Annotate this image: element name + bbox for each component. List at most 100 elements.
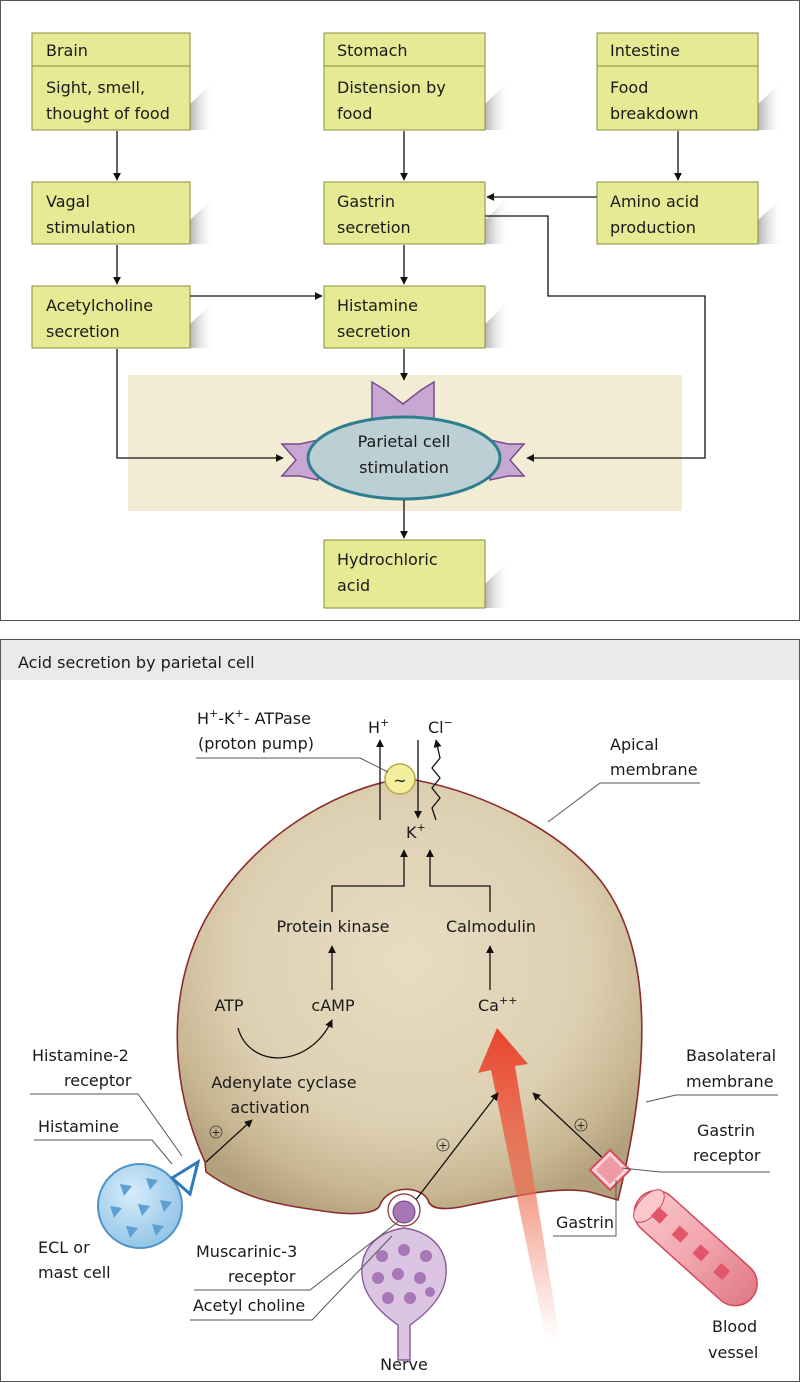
acetylcholine-box: Acetylcholine secretion [31, 285, 191, 349]
histamine-line1: Histamine [337, 296, 418, 315]
brain-title: Brain [46, 41, 88, 60]
cell-panel-title: Acid secretion by parietal cell [18, 653, 255, 672]
ion-arrows [205, 739, 609, 1211]
apical-label-2: membrane [610, 760, 698, 779]
arrow-gastrin-to-parietal [485, 215, 706, 462]
stomach-line2: food [337, 104, 372, 123]
amino-line1: Amino acid [610, 192, 699, 211]
nerve-label: Nerve [380, 1355, 428, 1374]
arrow-gastrin-to-ca [532, 1092, 609, 1164]
stomach-line1: Distension by [337, 78, 446, 97]
gastrin-leader [553, 1180, 617, 1237]
parietal-line2: stimulation [359, 458, 449, 477]
brain-line2: thought of food [46, 104, 170, 123]
parietal-line1: Parietal cell [358, 432, 451, 451]
svg-text:+: + [576, 1119, 585, 1132]
brain-line1: Sight, smell, [46, 78, 145, 97]
vagal-line2: stimulation [46, 218, 136, 237]
stomach-title: Stomach [337, 41, 408, 60]
intestine-line2: breakdown [610, 104, 698, 123]
stomach-box: Stomach Distension by food [323, 32, 486, 131]
cell-panel-header [1, 640, 799, 680]
ecl-label-1: ECL or [38, 1238, 90, 1257]
nerve-vesicles [372, 1244, 435, 1304]
proton-pump-label: H+-K+- ATPase [197, 707, 311, 728]
intestine-box: Intestine Food breakdown [596, 32, 759, 131]
histamine-leader [34, 1139, 173, 1165]
intestine-line1: Food [610, 78, 648, 97]
apical-label-1: Apical [610, 735, 659, 754]
histamine-receptor-icon [169, 1158, 201, 1197]
vagal-box: Vagal stimulation [31, 181, 191, 245]
gastrin-receptor-leader [621, 1167, 770, 1173]
calmodulin-label: Calmodulin [446, 917, 536, 936]
arrow-atp-to-camp [237, 1019, 333, 1059]
amino-line2: production [610, 218, 696, 237]
histamine-line2: secretion [337, 322, 411, 341]
svg-text:Cl−: Cl− [428, 716, 453, 737]
adenylate-line1: Adenylate cyclase [211, 1073, 356, 1092]
blood-vessel-label-1: Blood [712, 1317, 757, 1336]
camp-label: cAMP [311, 996, 355, 1015]
calcium-influx-arrow [478, 1028, 560, 1340]
hcl-box: Hydrochloric acid [323, 539, 486, 609]
gastrin-line1: Gastrin [337, 192, 395, 211]
histamine-label: Histamine [38, 1117, 119, 1136]
proton-pump-symbol: ~ [393, 771, 406, 790]
hcl-line1: Hydrochloric [337, 550, 438, 569]
arrow-histamine-to-adenylate [205, 1119, 253, 1163]
gastrin-line2: secretion [337, 218, 411, 237]
arrow-calmodulin-to-k [426, 849, 491, 912]
parietal-cell-ellipse [306, 415, 502, 501]
apical-leader [547, 782, 700, 823]
arrow-ach-to-ca [407, 1092, 499, 1211]
muscarinic-label-1: Muscarinic-3 [196, 1242, 297, 1261]
proton-pump-label-2: (proton pump) [198, 734, 314, 753]
h2-receptor-leader [30, 1093, 183, 1157]
h2-receptor-label-2: receptor [64, 1071, 132, 1090]
intestine-title: Intestine [610, 41, 680, 60]
arrow-acetylcholine-to-parietal [116, 349, 284, 462]
atp-label: ATP [214, 996, 243, 1015]
box-shadows [190, 80, 784, 608]
gastrin-receptor-label-1: Gastrin [697, 1121, 755, 1140]
amino-acid-box: Amino acid production [596, 181, 759, 245]
histamine-box: Histamine secretion [323, 285, 486, 349]
acetyl-choline-label: Acetyl choline [193, 1296, 305, 1315]
plus-markers: + + + [209, 1118, 588, 1152]
h2-receptor-label-1: Histamine-2 [32, 1046, 129, 1065]
ecl-granules [110, 1178, 172, 1238]
hcl-line2: acid [337, 576, 370, 595]
muscarinic-receptor-icon [392, 1200, 416, 1224]
gastrin-box: Gastrin secretion [323, 181, 486, 245]
acetylcholine-line2: secretion [46, 322, 120, 341]
gastrin-receptor-label-2: receptor [693, 1146, 761, 1165]
parietal-cell-body [176, 777, 643, 1215]
arrow-cl-out [431, 739, 442, 821]
muscarinic-label-2: receptor [228, 1267, 296, 1286]
ecl-label-2: mast cell [38, 1263, 111, 1282]
ca-label: Ca++ [478, 994, 517, 1015]
basolateral-label-2: membrane [686, 1072, 774, 1091]
svg-text:+: + [438, 1139, 447, 1152]
svg-text:H+: H+ [368, 716, 389, 737]
vagal-line1: Vagal [46, 192, 90, 211]
proton-pump-icon [384, 763, 416, 795]
k-ion-label: K+ [406, 821, 426, 842]
arrow-pk-to-k [331, 849, 408, 912]
blood-vessel-label-2: vessel [708, 1343, 758, 1362]
muscarinic-leader [194, 1221, 399, 1291]
proton-pump-leader [196, 757, 389, 773]
brain-box: Brain Sight, smell, thought of food [31, 32, 191, 131]
flow-arrows [113, 131, 706, 539]
cl-ion-label: Cl− [428, 716, 453, 737]
adenylate-line2: activation [230, 1098, 309, 1117]
gastrin-receptor-inner [595, 1155, 625, 1185]
h-ion-label: H+ [368, 716, 389, 737]
basolateral-label-1: Basolateral [686, 1046, 776, 1065]
acetylcholine-line1: Acetylcholine [46, 296, 153, 315]
blood-vessel-icon [633, 1189, 758, 1307]
protein-kinase-label: Protein kinase [276, 917, 389, 936]
svg-text:K+: K+ [406, 821, 426, 842]
